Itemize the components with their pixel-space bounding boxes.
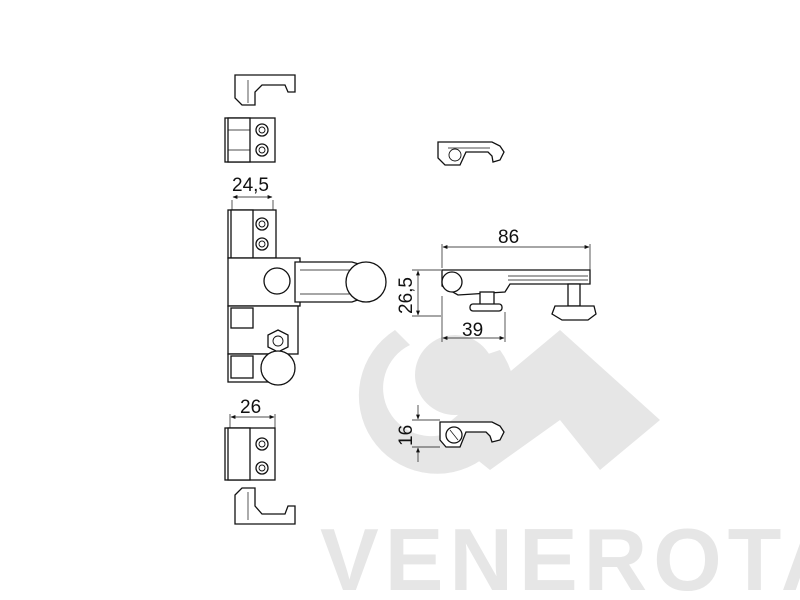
dim-height: 26,5 <box>396 277 417 314</box>
right-top-view <box>437 141 505 166</box>
middle-hinge-assembly <box>227 195 387 386</box>
dim-thickness: 16 <box>396 425 417 446</box>
dim-width-bottom: 26 <box>240 397 261 418</box>
right-bottom-view <box>412 405 505 462</box>
dim-length: 86 <box>498 227 519 248</box>
bottom-hinge-part <box>224 414 296 525</box>
top-hinge-part <box>224 74 296 163</box>
dim-width-middle: 24,5 <box>232 175 269 196</box>
dim-offset: 39 <box>462 320 483 341</box>
watermark-text: VENEROTA <box>320 510 800 600</box>
right-side-view <box>412 244 597 342</box>
venerota-logo <box>358 330 660 474</box>
